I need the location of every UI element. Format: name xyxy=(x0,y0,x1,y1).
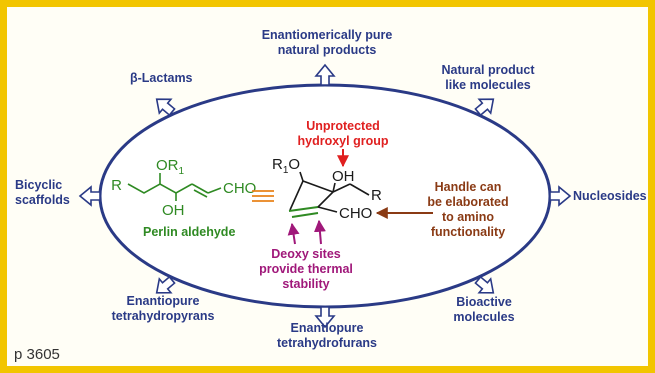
label-tetrahydrofurans-line2: tetrahydrofurans xyxy=(277,336,377,350)
perlin-or-group: OR1 xyxy=(156,157,185,177)
handle-annotation-line4: functionality xyxy=(431,225,505,239)
equivalence-sign xyxy=(252,190,274,202)
handle-annotation-line3: to amino xyxy=(442,210,494,224)
handle-annotation-line1: Handle can xyxy=(435,180,502,194)
label-tetrahydrofurans-line1: Enantiopure xyxy=(291,321,364,335)
perlin-r-group: R xyxy=(111,177,122,194)
label-natural-product-like-line1: Natural product xyxy=(441,63,535,77)
deoxy-annotation-line2: provide thermal xyxy=(259,262,353,276)
deoxy-pointer-arrow-left-icon xyxy=(287,222,300,245)
label-tetrahydropyrans-line1: Enantiopure xyxy=(127,294,200,308)
label-beta-lactams: β-Lactams xyxy=(130,71,193,85)
product-r1o-group: R1O xyxy=(272,156,300,176)
label-tetrahydropyrans-line2: tetrahydropyrans xyxy=(112,309,215,323)
product-r-group: R xyxy=(371,187,382,204)
label-bioactive-line1: Bioactive xyxy=(456,295,512,309)
deoxy-pointer-arrow-right-icon xyxy=(313,219,326,245)
label-natural-product-like-line2: like molecules xyxy=(445,78,531,92)
label-natural-products-line1: Enantiomerically pure xyxy=(262,28,393,42)
deoxy-annotation-line1: Deoxy sites xyxy=(271,247,341,261)
deoxy-annotation-line3: stability xyxy=(282,277,329,291)
handle-annotation-line2: be elaborated xyxy=(427,195,508,209)
hydroxyl-annotation-line2: hydroxyl group xyxy=(298,134,389,148)
product-oh-group: OH xyxy=(332,168,355,185)
product-cho-group: CHO xyxy=(339,205,372,222)
perlin-cho-group: CHO xyxy=(223,180,256,197)
hydroxyl-annotation-line1: Unprotected xyxy=(306,119,380,133)
label-natural-products-line2: natural products xyxy=(278,43,377,57)
perlin-oh-group: OH xyxy=(162,202,185,219)
page-reference: p 3605 xyxy=(14,346,60,363)
perlin-aldehyde-label: Perlin aldehyde xyxy=(143,225,235,239)
label-bicyclic-line1: Bicyclic xyxy=(15,178,62,192)
label-nucleosides: Nucleosides xyxy=(573,189,647,203)
perlin-aldehyde-structure: R OR1 OH CHO Perlin aldehyde xyxy=(111,157,256,239)
label-bioactive-line2: molecules xyxy=(453,310,514,324)
product-structure: R1O OH R CHO xyxy=(272,156,382,222)
label-bicyclic-line2: scaffolds xyxy=(15,193,70,207)
